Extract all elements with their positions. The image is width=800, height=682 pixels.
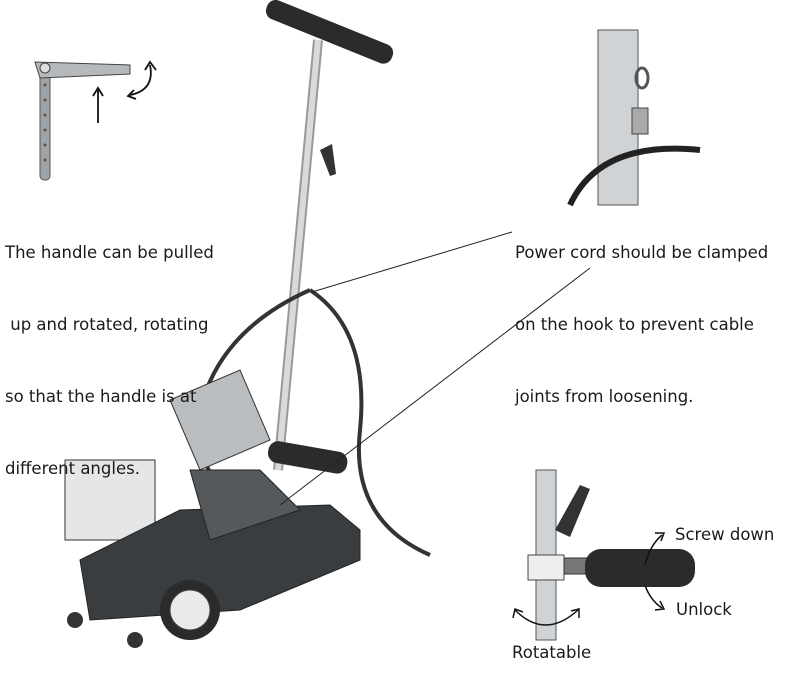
pole-inset: [567, 29, 701, 207]
unlock-arrow-icon: [644, 584, 666, 611]
caption-line: up and rotated, rotating: [5, 315, 209, 334]
handle-caption: The handle can be pulled up and rotated,…: [5, 193, 214, 529]
caption-line: joints from loosening.: [515, 387, 694, 406]
caption-line: Power cord should be clamped: [515, 243, 769, 262]
caption-line: different angles.: [5, 459, 140, 478]
rotate-arrow-icon: [126, 60, 157, 100]
unlock-label: Unlock: [676, 600, 732, 619]
handle-inset: [527, 469, 695, 641]
cord-caption: Power cord should be clamped on the hook…: [515, 193, 768, 457]
main-machine: [64, 0, 431, 648]
rotatable-label: Rotatable: [512, 643, 592, 662]
arrow-up-icon: [92, 86, 104, 123]
screw-down-arrow-icon: [644, 532, 666, 566]
caption-line: on the hook to prevent cable: [515, 315, 754, 334]
caption-line: The handle can be pulled: [5, 243, 214, 262]
leader-lines: [279, 231, 591, 506]
lever-inset: [34, 61, 131, 181]
rotate-arrow-icon: [512, 607, 580, 626]
screw-down-label: Screw down: [675, 525, 775, 544]
caption-line: so that the handle is at: [5, 387, 197, 406]
